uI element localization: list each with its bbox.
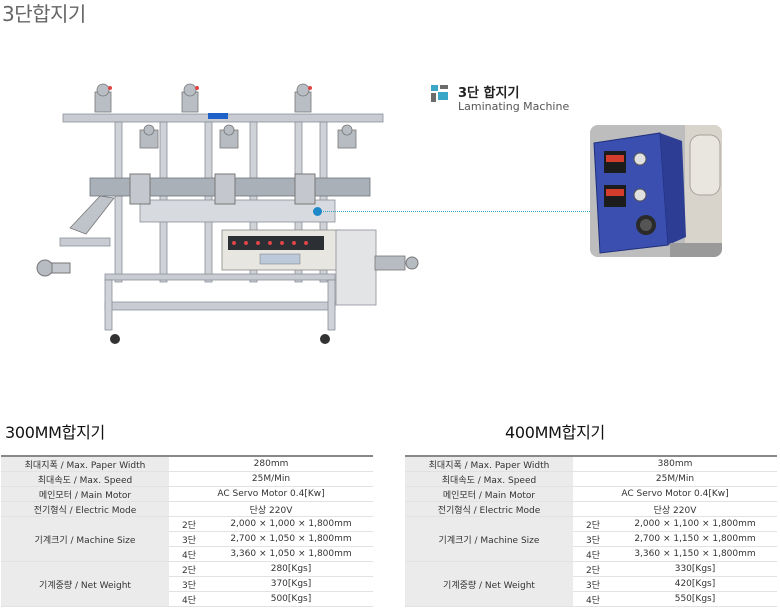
tier-value: 330[Kgs] bbox=[613, 561, 777, 577]
table-row: 기계중량 / Net Weight 2단 280[Kgs] bbox=[1, 561, 373, 607]
row-label: 메인모터 / Main Motor bbox=[1, 486, 169, 502]
table-row: 3단 420[Kgs] bbox=[405, 576, 777, 592]
tier-value: 2,700 × 1,150 × 1,800mm bbox=[613, 531, 777, 547]
table-row: 3단 370[Kgs] bbox=[1, 576, 373, 592]
tier-value: 500[Kgs] bbox=[209, 591, 373, 607]
tier-label: 3단 bbox=[169, 576, 209, 592]
row-label: 기계중량 / Net Weight bbox=[1, 561, 169, 607]
row-label: 최대지폭 / Max. Paper Width bbox=[405, 455, 573, 472]
tier-value: 3,360 × 1,150 × 1,800mm bbox=[613, 546, 777, 562]
table-row: 최대지폭 / Max. Paper Width 380mm bbox=[405, 455, 777, 472]
table-row: 기계크기 / Machine Size 2단 2,000 × 1,000 × 1… bbox=[1, 516, 373, 562]
table-row: 기계중량 / Net Weight 2단 330[Kgs] bbox=[405, 561, 777, 607]
tier-value: 2,700 × 1,050 × 1,800mm bbox=[209, 531, 373, 547]
brand-english-subtitle: Laminating Machine bbox=[458, 100, 570, 113]
row-label: 최대지폭 / Max. Paper Width bbox=[1, 455, 169, 472]
section-title-300mm: 300MM합지기 bbox=[5, 423, 105, 442]
row-value: 단상 220V bbox=[169, 501, 373, 517]
tier-value: 280[Kgs] bbox=[209, 561, 373, 577]
control-panel-photo bbox=[590, 125, 722, 257]
tier-value: 370[Kgs] bbox=[209, 576, 373, 592]
row-value: AC Servo Motor 0.4[Kw] bbox=[169, 486, 373, 502]
row-value: 25M/Min bbox=[573, 471, 777, 487]
page-title: 3단합지기 bbox=[2, 2, 86, 26]
tier-label: 4단 bbox=[573, 591, 613, 607]
row-label: 메인모터 / Main Motor bbox=[405, 486, 573, 502]
row-value: 단상 220V bbox=[573, 501, 777, 517]
table-row: 최대지폭 / Max. Paper Width 280mm bbox=[1, 455, 373, 472]
table-row: 4단 500[Kgs] bbox=[1, 591, 373, 607]
table-row: 3단 2,700 × 1,050 × 1,800mm bbox=[1, 531, 373, 547]
table-row: 최대속도 / Max. Speed 25M/Min bbox=[405, 471, 777, 487]
row-label: 기계중량 / Net Weight bbox=[405, 561, 573, 607]
table-row: 전기형식 / Electric Mode 단상 220V bbox=[405, 501, 777, 517]
detail-connector-line bbox=[318, 211, 590, 212]
spec-table-300mm: 최대지폭 / Max. Paper Width 280mm 최대속도 / Max… bbox=[1, 455, 373, 607]
tier-value: 550[Kgs] bbox=[613, 591, 777, 607]
row-label: 기계크기 / Machine Size bbox=[405, 516, 573, 562]
tier-label: 3단 bbox=[573, 531, 613, 547]
machine-photo bbox=[36, 83, 419, 344]
table-row: 전기형식 / Electric Mode 단상 220V bbox=[1, 501, 373, 517]
detail-connector-dot bbox=[313, 207, 322, 216]
brand-korean-title: 3단 합지기 bbox=[458, 86, 520, 101]
section-title-400mm: 400MM합지기 bbox=[505, 423, 605, 442]
tier-label: 3단 bbox=[573, 576, 613, 592]
row-label: 전기형식 / Electric Mode bbox=[1, 501, 169, 517]
tier-label: 2단 bbox=[573, 516, 613, 532]
spec-table-400mm: 최대지폭 / Max. Paper Width 380mm 최대속도 / Max… bbox=[405, 455, 777, 607]
tier-label: 4단 bbox=[169, 546, 209, 562]
tier-label: 4단 bbox=[169, 591, 209, 607]
row-label: 최대속도 / Max. Speed bbox=[405, 471, 573, 487]
tier-label: 4단 bbox=[573, 546, 613, 562]
table-row: 4단 550[Kgs] bbox=[405, 591, 777, 607]
table-row: 기계크기 / Machine Size 2단 2,000 × 1,100 × 1… bbox=[405, 516, 777, 562]
tier-label: 3단 bbox=[169, 531, 209, 547]
tier-label: 2단 bbox=[169, 561, 209, 577]
row-label: 최대속도 / Max. Speed bbox=[1, 471, 169, 487]
table-row: 3단 2,700 × 1,150 × 1,800mm bbox=[405, 531, 777, 547]
row-value: 280mm bbox=[169, 455, 373, 472]
table-row: 최대속도 / Max. Speed 25M/Min bbox=[1, 471, 373, 487]
table-row: 4단 3,360 × 1,050 × 1,800mm bbox=[1, 546, 373, 562]
tier-value: 3,360 × 1,050 × 1,800mm bbox=[209, 546, 373, 562]
brand-logo-icon bbox=[431, 85, 448, 102]
tier-label: 2단 bbox=[169, 516, 209, 532]
row-value: 380mm bbox=[573, 455, 777, 472]
tier-value: 420[Kgs] bbox=[613, 576, 777, 592]
row-value: AC Servo Motor 0.4[Kw] bbox=[573, 486, 777, 502]
tier-label: 2단 bbox=[573, 561, 613, 577]
tier-value: 2,000 × 1,100 × 1,800mm bbox=[613, 516, 777, 532]
table-row: 메인모터 / Main Motor AC Servo Motor 0.4[Kw] bbox=[405, 486, 777, 502]
row-label: 기계크기 / Machine Size bbox=[1, 516, 169, 562]
table-row: 4단 3,360 × 1,150 × 1,800mm bbox=[405, 546, 777, 562]
row-label: 전기형식 / Electric Mode bbox=[405, 501, 573, 517]
row-value: 25M/Min bbox=[169, 471, 373, 487]
table-row: 메인모터 / Main Motor AC Servo Motor 0.4[Kw] bbox=[1, 486, 373, 502]
tier-value: 2,000 × 1,000 × 1,800mm bbox=[209, 516, 373, 532]
